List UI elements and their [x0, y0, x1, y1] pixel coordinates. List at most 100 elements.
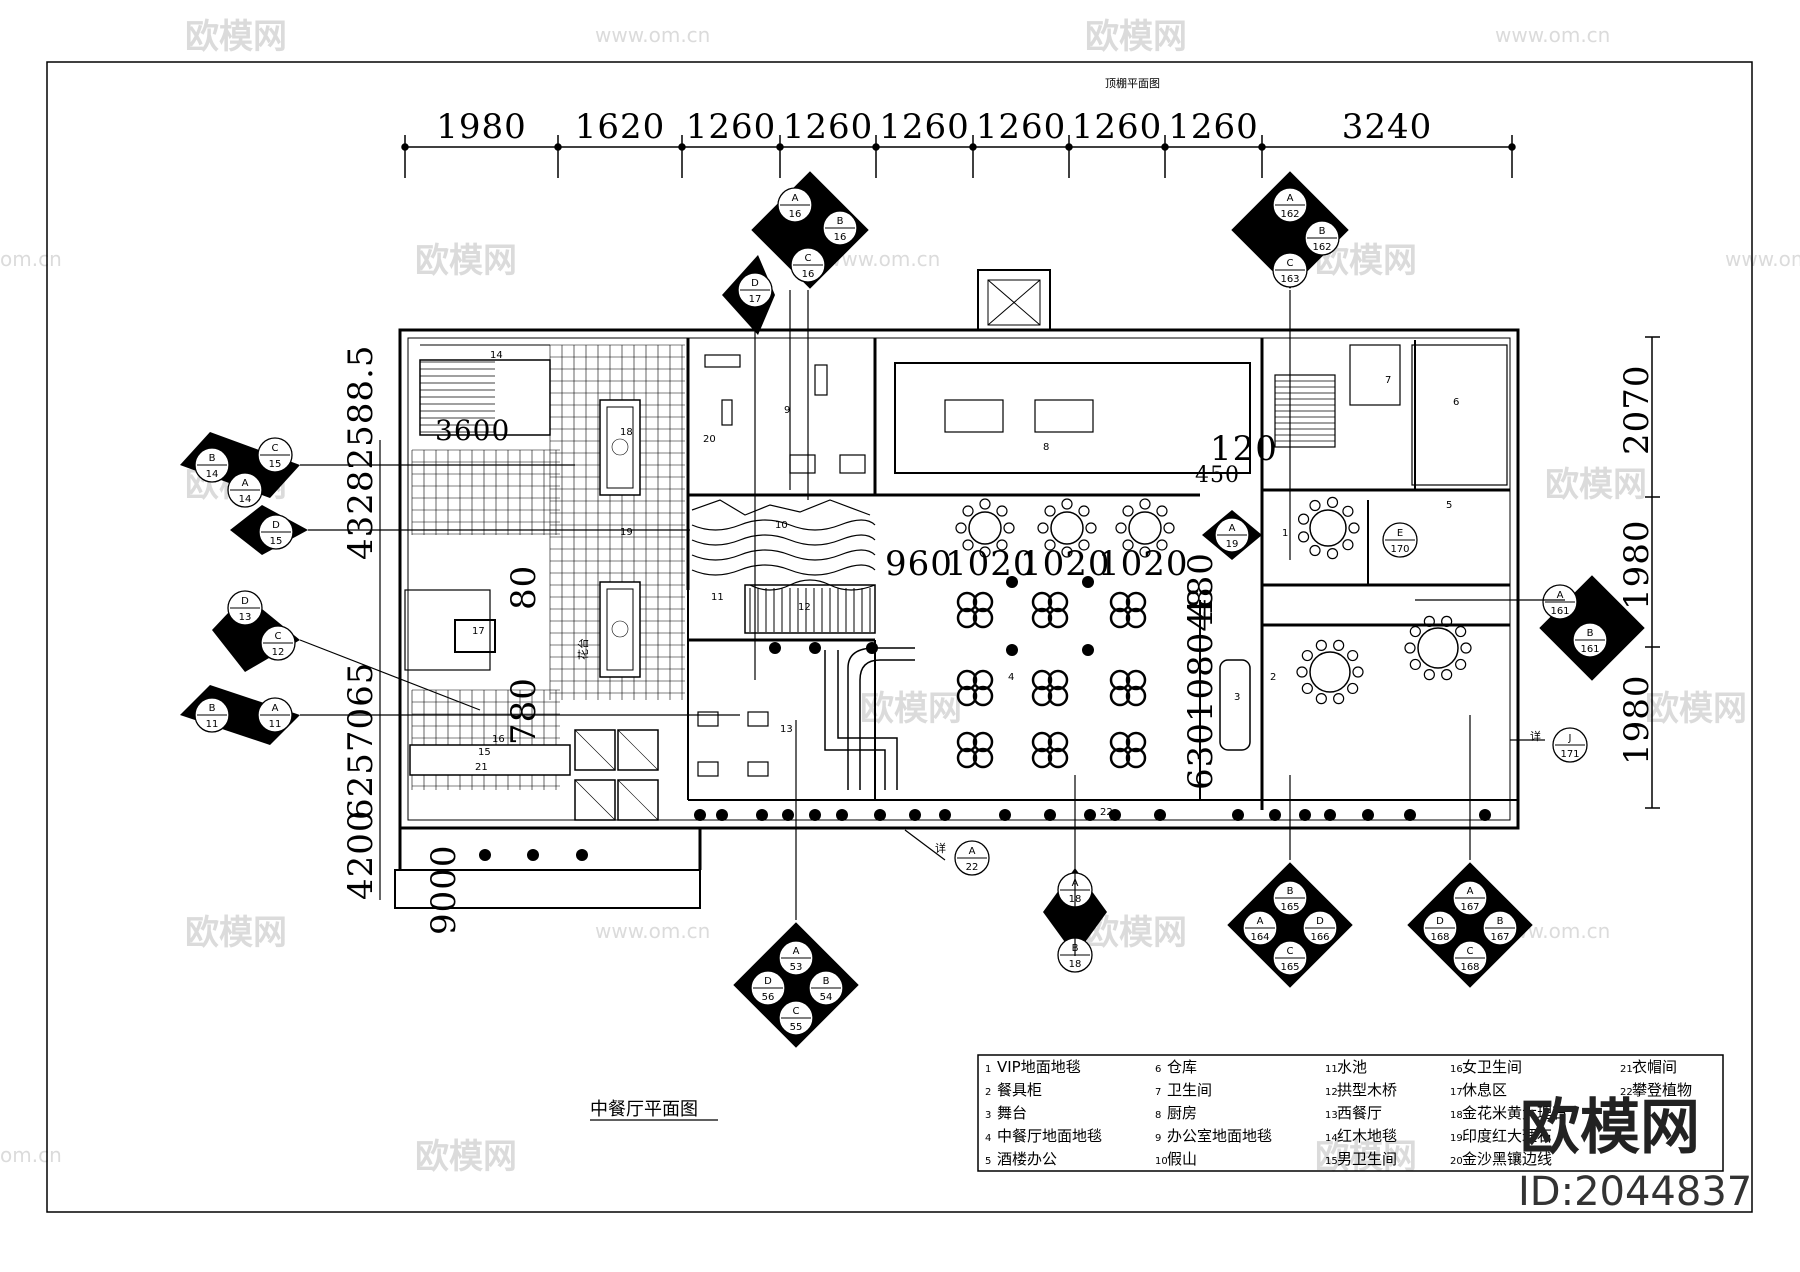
- legend-number: 2: [985, 1087, 991, 1098]
- room-number: 19: [620, 527, 633, 538]
- section-marker: A14: [227, 472, 263, 508]
- watermark-layer: 欧模网 欧模网 欧模网 欧模网 欧模网 欧模网 欧模网 欧模网 欧模网 欧模网 …: [0, 17, 1800, 1177]
- section-marker: A53: [778, 940, 814, 976]
- svg-text:19: 19: [1226, 539, 1239, 550]
- room-number: 5: [1446, 500, 1452, 511]
- section-marker: E 170: [1382, 522, 1418, 558]
- room-number: 12: [798, 602, 811, 613]
- svg-text:B: B: [1587, 628, 1594, 639]
- dim-450: 450: [1195, 463, 1240, 488]
- legend-number: 14: [1325, 1133, 1338, 1144]
- svg-text:11: 11: [269, 719, 282, 730]
- svg-text:161: 161: [1550, 606, 1569, 617]
- dim-1020a: 1020: [945, 544, 1036, 584]
- legend-number: 4: [985, 1133, 991, 1144]
- room-number: 18: [620, 427, 633, 438]
- svg-text:480: 480: [1181, 552, 1221, 620]
- legend-label: 仓库: [1167, 1058, 1197, 1076]
- svg-text:B: B: [209, 703, 216, 714]
- svg-text:43282588.5: 43282588.5: [341, 345, 381, 561]
- section-marker: A16: [777, 187, 813, 223]
- legend-number: 22: [1620, 1087, 1633, 1098]
- top-dim-label: 1260: [783, 107, 874, 147]
- dim-120: 120: [1210, 429, 1278, 469]
- legend-label: 女卫生间: [1462, 1058, 1522, 1076]
- section-marker: D 168: [1422, 910, 1458, 946]
- legend-number: 10: [1155, 1156, 1168, 1167]
- wm-brand: 欧模网: [1085, 913, 1187, 953]
- svg-text:B: B: [837, 216, 844, 227]
- svg-text:54: 54: [820, 992, 833, 1003]
- top-dim-label: 1980: [436, 107, 527, 147]
- svg-text:167: 167: [1460, 902, 1479, 913]
- svg-text:A: A: [969, 846, 976, 857]
- legend-label: 攀登植物: [1632, 1081, 1692, 1099]
- room-number: 22: [1100, 807, 1113, 818]
- room-number: 3: [1234, 692, 1240, 703]
- wm-brand: 欧模网: [185, 913, 287, 953]
- svg-text:B: B: [823, 976, 830, 987]
- room-number: 21: [475, 762, 488, 773]
- legend-label: 中餐厅地面地毯: [997, 1127, 1102, 1145]
- svg-text:E: E: [1397, 528, 1403, 539]
- svg-text:A: A: [272, 703, 279, 714]
- svg-text:170: 170: [1390, 544, 1409, 555]
- legend-number: 1: [985, 1064, 991, 1075]
- svg-text:165: 165: [1280, 962, 1299, 973]
- right-dimension-chain: [1645, 336, 1660, 809]
- light-fixtures: [479, 642, 1491, 861]
- svg-text:55: 55: [790, 1022, 803, 1033]
- wm-brand: 欧模网: [1085, 17, 1187, 57]
- svg-text:C: C: [1467, 946, 1474, 957]
- section-marker: A 161: [1542, 584, 1578, 620]
- office-furniture: [404, 354, 866, 671]
- legend-label: 水池: [1337, 1058, 1367, 1076]
- legend-number: 11: [1325, 1064, 1338, 1075]
- svg-text:168: 168: [1430, 932, 1449, 943]
- svg-text:11: 11: [206, 719, 219, 730]
- svg-text:A: A: [792, 193, 799, 204]
- legend-label: 卫生间: [1167, 1081, 1212, 1099]
- legend-number: 15: [1325, 1156, 1338, 1167]
- svg-text:166: 166: [1310, 932, 1329, 943]
- section-marker: A 11: [257, 697, 293, 733]
- wm-brand: 欧模网: [860, 689, 962, 729]
- legend-label: 休息区: [1462, 1081, 1507, 1099]
- wm-url: www.om.cn: [1495, 23, 1610, 47]
- svg-text:C: C: [272, 443, 279, 454]
- svg-text:80: 80: [504, 565, 544, 610]
- svg-text:D: D: [1316, 916, 1324, 927]
- svg-text:D: D: [1436, 916, 1444, 927]
- dim-3600: 3600: [435, 414, 510, 447]
- legend-label: 办公室地面地毯: [1167, 1127, 1272, 1145]
- legend-number: 16: [1450, 1064, 1463, 1075]
- svg-text:C: C: [805, 253, 812, 264]
- top-dim-label: 1620: [575, 107, 666, 147]
- legend-label: 红木地毯: [1337, 1127, 1397, 1145]
- dim-960: 960: [885, 544, 953, 584]
- svg-text:780: 780: [504, 677, 544, 745]
- room-number: 4: [1008, 672, 1014, 683]
- svg-text:162: 162: [1312, 242, 1331, 253]
- dim-2070: 2070: [1617, 364, 1657, 455]
- legend-number: 20: [1450, 1156, 1463, 1167]
- legend-label: 西餐厅: [1337, 1104, 1382, 1122]
- svg-text:16: 16: [834, 232, 847, 243]
- svg-text:14: 14: [206, 469, 219, 480]
- svg-text:C: C: [1287, 258, 1294, 269]
- svg-text:C: C: [793, 1006, 800, 1017]
- svg-text:163: 163: [1280, 274, 1299, 285]
- section-marker: B14: [194, 447, 230, 483]
- wm-brand: 欧模网: [185, 17, 287, 57]
- room-number: 11: [711, 592, 724, 603]
- svg-text:A: A: [1557, 590, 1564, 601]
- legend-label: 厨房: [1167, 1104, 1197, 1122]
- building-walls: [394, 269, 1520, 909]
- section-marker: D56: [750, 970, 786, 1006]
